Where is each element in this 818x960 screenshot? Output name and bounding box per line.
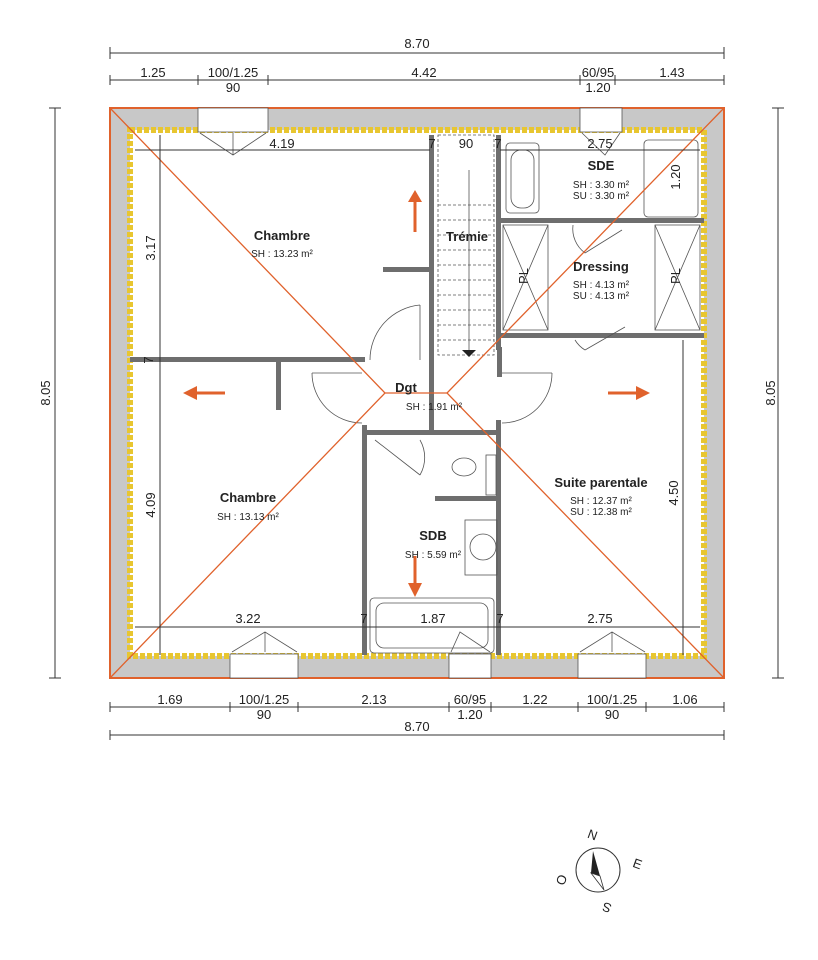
dim-label: 90	[257, 707, 271, 722]
dim-label: 1.20	[585, 80, 610, 95]
compass-o: O	[553, 873, 571, 888]
room-area: SU : 3.30 m²	[573, 191, 630, 202]
closet	[502, 224, 549, 331]
dim-label: 90	[605, 707, 619, 722]
closet-label: PL	[516, 268, 531, 284]
bathtub-sde	[505, 142, 540, 214]
room-area: SU : 12.38 m²	[570, 507, 632, 518]
dim-label: 1.43	[659, 65, 684, 80]
dim-label: 1.20	[668, 164, 683, 189]
toilet	[451, 457, 477, 477]
dimension-labels: 8.70 1.25 100/1.25 90 4.42 60/95 1.20 1.…	[38, 36, 778, 734]
window	[579, 107, 623, 133]
door	[311, 372, 363, 424]
door	[369, 304, 421, 361]
window	[448, 653, 492, 679]
window	[577, 653, 647, 679]
dim-right-total: 8.05	[763, 380, 778, 405]
dimension-lines	[49, 47, 784, 740]
arrow-right-icon	[636, 386, 650, 400]
room-area: SH : 1.91 m²	[406, 402, 463, 413]
dim-label: 1.87	[420, 611, 445, 626]
dim-label: 7	[428, 136, 435, 151]
compass-icon: N E S O	[553, 826, 645, 916]
windows	[197, 107, 647, 679]
dim-label: 7	[141, 356, 156, 363]
room-area: SH : 13.23 m²	[251, 249, 313, 260]
room-name: Dgt	[395, 380, 417, 395]
dim-label: 100/1.25	[239, 692, 290, 707]
dim-label: 7	[360, 611, 367, 626]
staircase	[437, 134, 495, 356]
dim-label: 7	[496, 611, 503, 626]
room-area: SH : 3.30 m²	[573, 180, 630, 191]
door	[572, 224, 623, 254]
dim-label: 60/95	[454, 692, 487, 707]
dim-label: 1.25	[140, 65, 165, 80]
dim-label: 1.06	[672, 692, 697, 707]
arrow-down-icon	[408, 583, 422, 597]
dim-label: 4.09	[143, 492, 158, 517]
dim-label: 7	[494, 136, 501, 151]
dim-top-total: 8.70	[404, 36, 429, 51]
dim-label: 4.42	[411, 65, 436, 80]
dim-label: 3.17	[143, 235, 158, 260]
dim-label: 2.13	[361, 692, 386, 707]
room-area: SH : 13.13 m²	[217, 512, 279, 523]
door	[374, 439, 426, 476]
compass-n: N	[586, 826, 600, 843]
room-area: SU : 4.13 m²	[573, 291, 630, 302]
room-name: Trémie	[446, 229, 488, 244]
dim-label: 60/95	[582, 65, 615, 80]
dim-label: 3.22	[235, 611, 260, 626]
dim-label: 100/1.25	[208, 65, 259, 80]
roof-outline	[109, 107, 725, 679]
window	[229, 653, 299, 679]
window	[197, 107, 269, 133]
room-name: Chambre	[220, 490, 276, 505]
room-labels: Chambre SH : 13.23 m² Trémie SDE SH : 3.…	[217, 158, 683, 561]
room-name: SDE	[588, 158, 615, 173]
room-area: SH : 4.13 m²	[573, 280, 630, 291]
dim-label: 4.19	[269, 136, 294, 151]
insulation	[127, 127, 707, 659]
bathtub-sdb	[369, 597, 495, 654]
dim-label: 1.69	[157, 692, 182, 707]
interior-walls	[130, 135, 704, 655]
closet-label: PL	[668, 268, 683, 284]
dim-left-total: 8.05	[38, 380, 53, 405]
dim-label: 100/1.25	[587, 692, 638, 707]
door	[501, 372, 553, 424]
room-name: Chambre	[254, 228, 310, 243]
arrow-left-icon	[183, 386, 197, 400]
closet	[654, 224, 701, 331]
slope-arrows	[183, 190, 650, 597]
room-area: SH : 12.37 m²	[570, 496, 632, 507]
dim-label: 2.75	[587, 611, 612, 626]
arrow-up-icon	[408, 190, 422, 202]
room-name: Dressing	[573, 259, 629, 274]
roof-lines	[109, 107, 725, 679]
dim-label: 90	[226, 80, 240, 95]
dim-bottom-total: 8.70	[404, 719, 429, 734]
room-name: Suite parentale	[554, 475, 647, 490]
room-area: SH : 5.59 m²	[405, 550, 462, 561]
sink	[464, 519, 498, 576]
compass-s: S	[600, 899, 614, 916]
dim-label: 4.50	[666, 480, 681, 505]
dim-label: 1.20	[457, 707, 482, 722]
fixtures	[311, 139, 701, 654]
dim-label: 2.75	[587, 136, 612, 151]
dim-label: 90	[459, 136, 473, 151]
compass-e: E	[631, 855, 645, 872]
room-name: SDB	[419, 528, 446, 543]
dim-label: 1.22	[522, 692, 547, 707]
shower	[643, 139, 699, 218]
door	[574, 326, 626, 351]
